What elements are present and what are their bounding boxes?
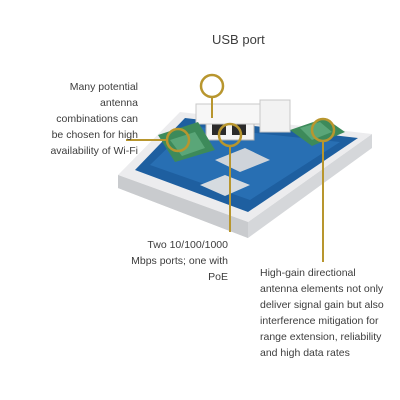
antenna-board-right bbox=[290, 118, 345, 146]
usb-port-label: USB port bbox=[212, 31, 265, 49]
highgain-line-2: antenna elements not only bbox=[260, 283, 384, 295]
antenna-callout bbox=[126, 127, 191, 153]
antenna-line-4: be chosen for high bbox=[51, 129, 138, 141]
ports-line-1: Two 10/100/1000 bbox=[147, 239, 228, 251]
ports-line-2: Mbps ports; one with bbox=[131, 255, 228, 267]
high-gain-antenna-label: High-gain directional antenna elements n… bbox=[260, 265, 398, 361]
antenna-combinations-label: Many potential antenna combinations can … bbox=[0, 79, 138, 159]
shield-box bbox=[195, 99, 291, 133]
highgain-line-6: and high data rates bbox=[260, 347, 350, 359]
highgain-line-3: deliver signal gain but also bbox=[260, 299, 384, 311]
antenna-line-5: availability of Wi-Fi bbox=[50, 145, 138, 157]
highgain-callout bbox=[310, 117, 336, 262]
ethernet-ports-label: Two 10/100/1000 Mbps ports; one with PoE bbox=[98, 237, 228, 285]
antenna-line-1: Many potential bbox=[69, 81, 138, 93]
ports-line-3: PoE bbox=[208, 271, 228, 283]
ports-callout bbox=[217, 122, 243, 232]
usb-callout bbox=[199, 73, 225, 118]
usb-port-line: USB port bbox=[212, 32, 265, 47]
antenna-line-3: combinations can bbox=[56, 113, 138, 125]
highgain-line-1: High-gain directional bbox=[260, 267, 356, 279]
highgain-line-4: interference mitigation for bbox=[260, 315, 379, 327]
antenna-line-2: antenna bbox=[100, 97, 138, 109]
highgain-line-5: range extension, reliability bbox=[260, 331, 382, 343]
chip-area bbox=[200, 148, 270, 196]
